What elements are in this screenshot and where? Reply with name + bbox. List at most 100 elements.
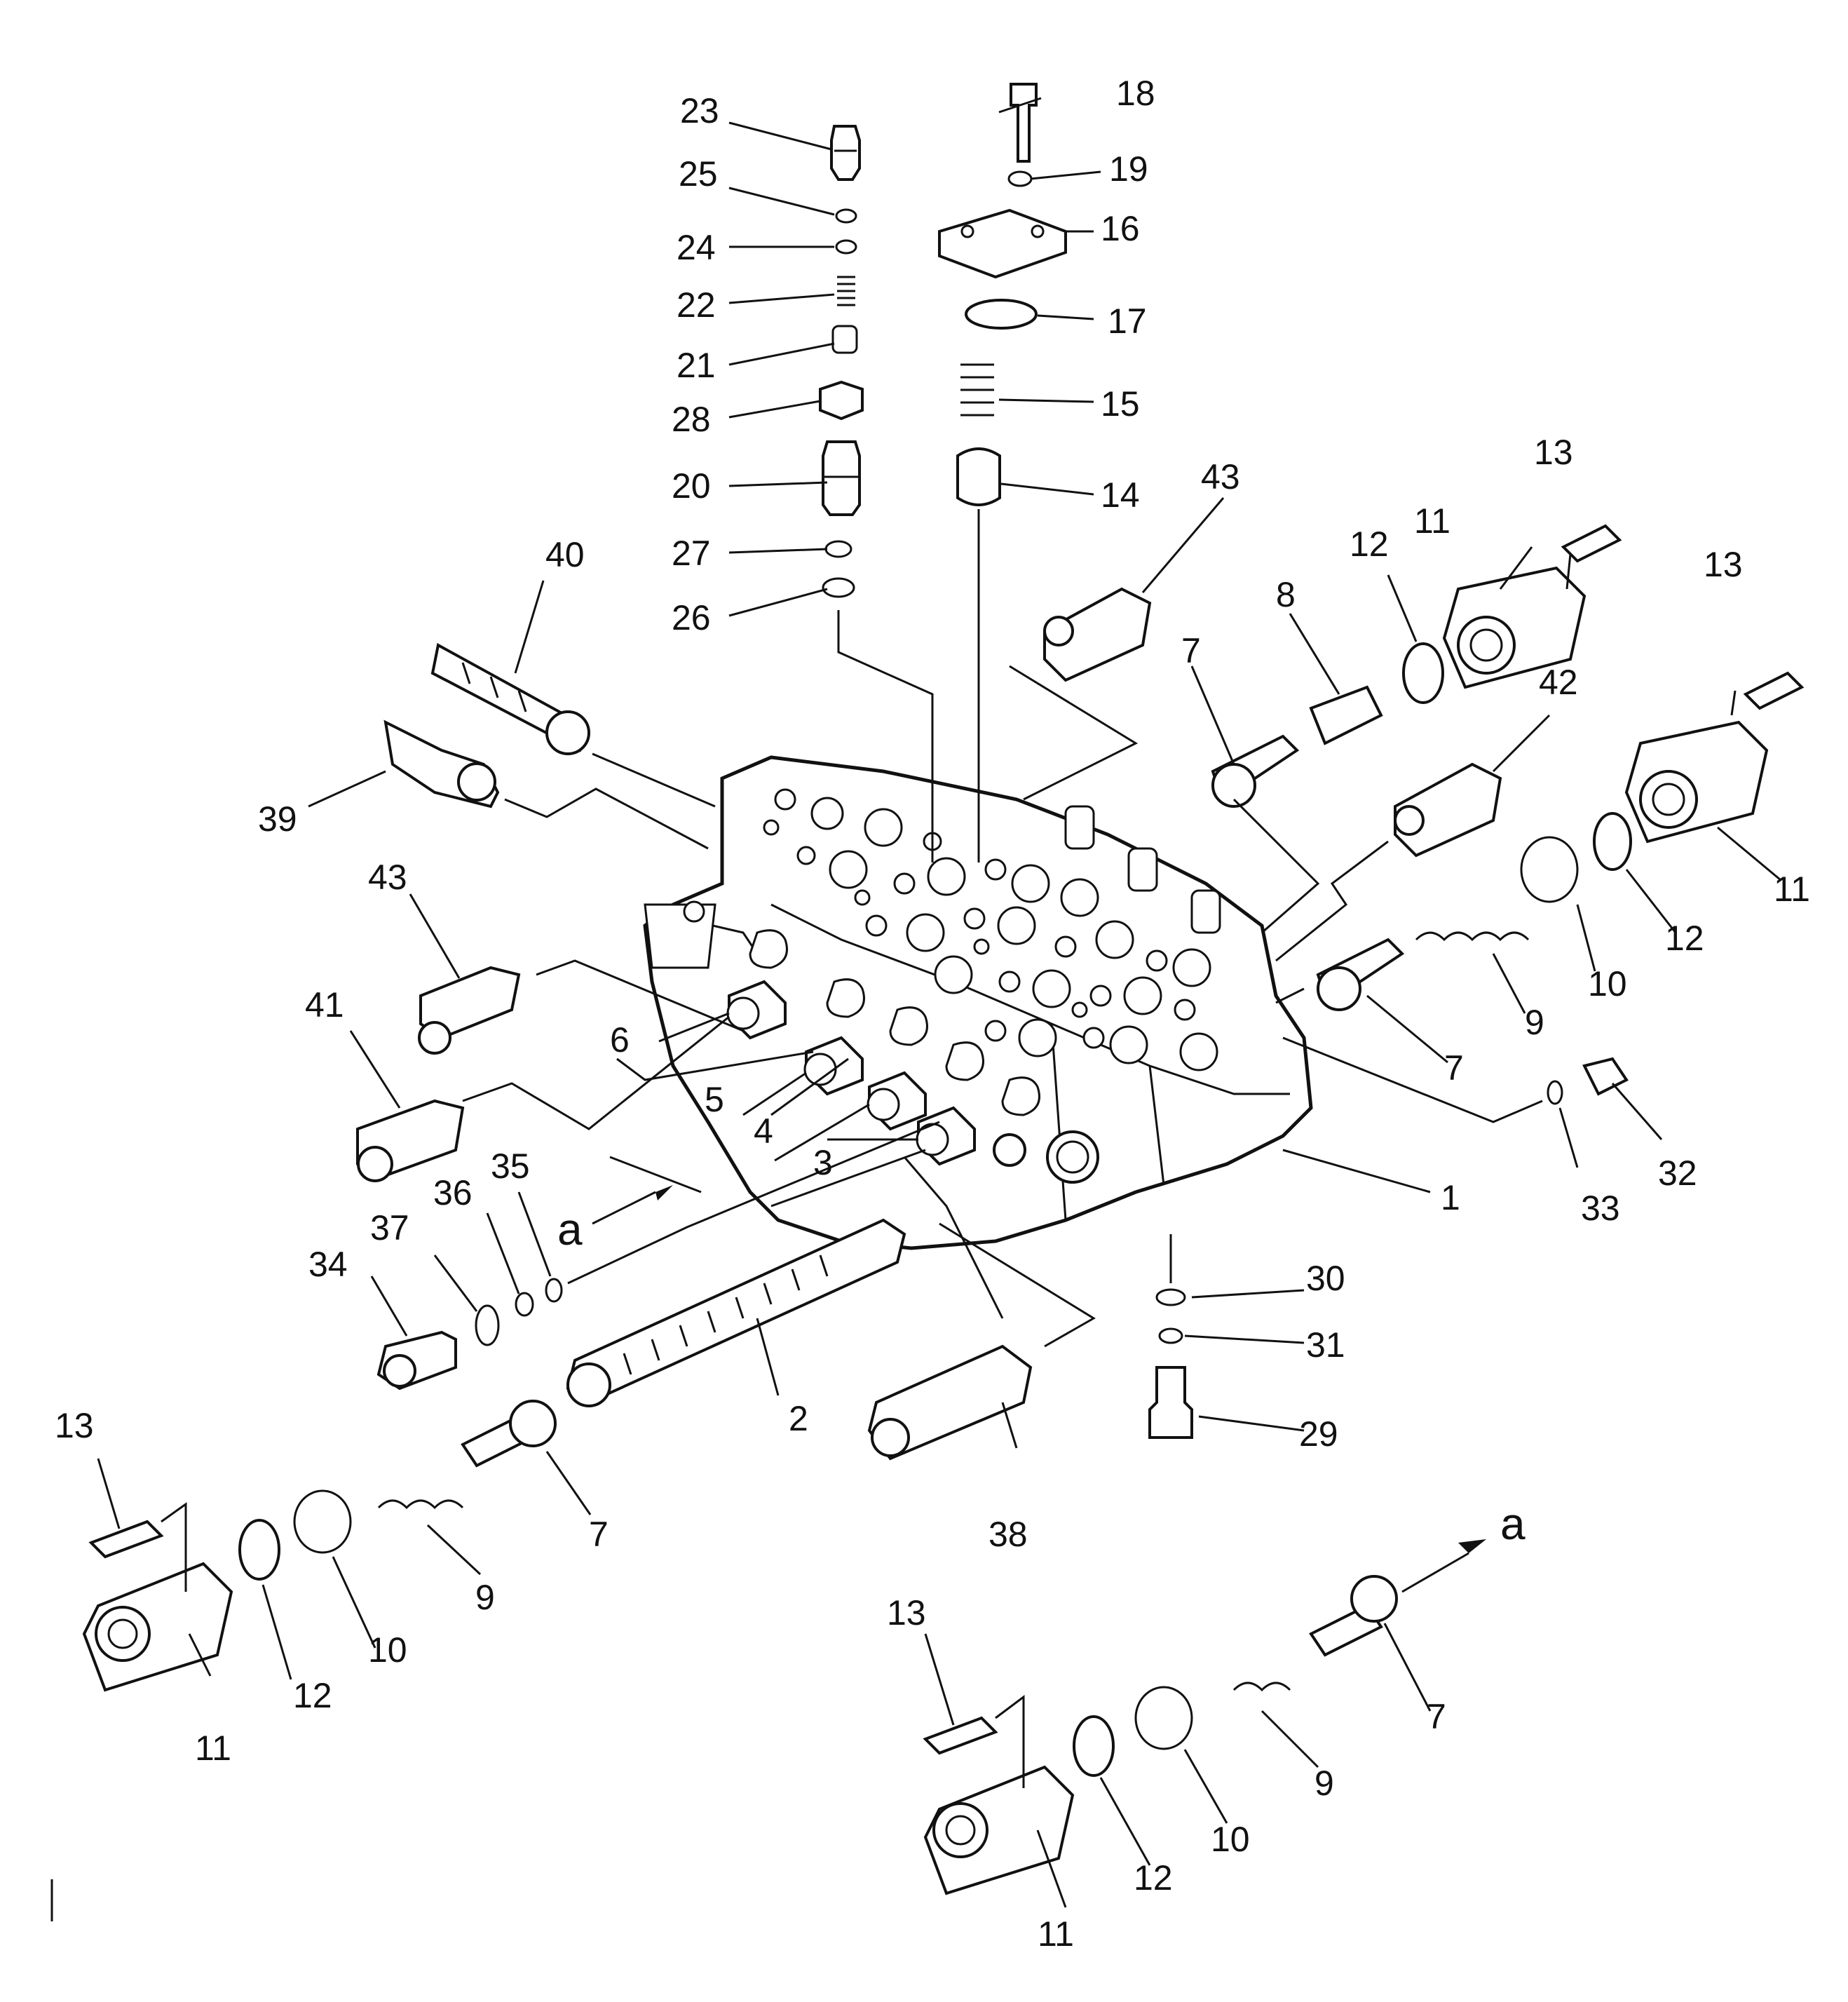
callout-22: 22	[677, 285, 716, 325]
callout-11-left: 11	[195, 1729, 231, 1768]
callout-20: 20	[672, 466, 711, 506]
bolt-13-b	[1743, 671, 1805, 710]
cap-11-upper	[1442, 566, 1587, 689]
callout-14: 14	[1101, 475, 1140, 515]
callout-35: 35	[491, 1147, 530, 1186]
callout-42: 42	[1539, 663, 1578, 702]
callout-6: 6	[610, 1020, 630, 1060]
main-spool	[566, 1218, 906, 1407]
valve-39	[383, 719, 500, 809]
spring-10-upper	[1520, 836, 1579, 903]
o-ring-12-upper	[1402, 642, 1444, 704]
callout-40: 40	[545, 535, 585, 574]
relief-valve-stack	[819, 125, 864, 598]
callout-43-upper: 43	[1201, 457, 1240, 496]
spring-10-bottom	[1134, 1686, 1193, 1750]
callout-12-bottom: 12	[1134, 1858, 1173, 1898]
piston-7-bottom	[1309, 1575, 1398, 1657]
valve-41	[356, 1099, 465, 1182]
body-top-ports	[763, 788, 1218, 1071]
callout-29: 29	[1299, 1414, 1338, 1454]
o-ring-33	[1547, 1080, 1563, 1105]
callout-26: 26	[672, 598, 711, 637]
callout-10-upper: 10	[1588, 964, 1627, 1003]
callout-11-bottom: 11	[1038, 1914, 1074, 1954]
piston-7-mid	[1316, 938, 1405, 1011]
callout-27: 27	[672, 534, 711, 573]
cap-11-right	[1624, 720, 1769, 844]
callout-4: 4	[754, 1111, 773, 1151]
callout-13-left: 13	[55, 1406, 94, 1445]
spring-9-bottom	[1232, 1682, 1291, 1692]
plug-32	[1582, 1057, 1629, 1096]
o-ring-37	[475, 1304, 500, 1346]
callout-11-right: 11	[1774, 870, 1810, 909]
spring-9-upper	[1415, 931, 1530, 942]
bolt-13-c	[88, 1520, 164, 1559]
callout-13-bottom: 13	[887, 1593, 926, 1632]
callout-24: 24	[677, 228, 716, 267]
bolt-13-d	[923, 1716, 998, 1755]
callout-38: 38	[988, 1515, 1028, 1554]
callout-labels: 1 2 3 4 5 6 7 7 7 7 8 9 9 9 10 10 10 11 …	[55, 74, 1810, 1954]
callout-7-mid: 7	[1444, 1048, 1464, 1088]
body-spool-bores	[749, 929, 1099, 1184]
cap-11-bottom	[923, 1765, 1075, 1895]
piston-7-left	[461, 1400, 557, 1468]
valve-42	[1394, 762, 1502, 858]
callout-12-left: 12	[293, 1676, 332, 1715]
valve-43-left	[418, 966, 521, 1055]
callout-12-right: 12	[1665, 919, 1704, 958]
callout-10-left: 10	[368, 1630, 407, 1670]
o-ring-12-left	[238, 1519, 280, 1581]
callout-8: 8	[1276, 575, 1296, 614]
cap-11-left	[82, 1562, 233, 1692]
callout-15: 15	[1101, 384, 1140, 424]
callout-17: 17	[1108, 302, 1147, 341]
ring-36	[515, 1292, 534, 1317]
callout-7-bottom: 7	[1427, 1697, 1446, 1736]
callout-30: 30	[1306, 1259, 1345, 1298]
callout-39: 39	[258, 799, 297, 839]
callout-37: 37	[370, 1208, 409, 1247]
cover-stack	[938, 83, 1067, 863]
callout-33: 33	[1581, 1189, 1620, 1228]
valve-40	[430, 642, 590, 755]
spring-10-left	[293, 1489, 352, 1554]
callout-9-left: 9	[475, 1578, 495, 1617]
sleeve-8	[1309, 685, 1383, 745]
ring-31	[1158, 1327, 1183, 1344]
callout-41: 41	[305, 985, 344, 1024]
callout-18: 18	[1116, 74, 1155, 113]
valve-body	[643, 755, 1313, 1250]
callout-13-upper: 13	[1534, 433, 1573, 472]
callout-7-left: 7	[589, 1515, 609, 1554]
spring-9-left	[377, 1499, 464, 1510]
bolt-13-a	[1561, 524, 1622, 563]
callout-23: 23	[680, 91, 719, 130]
callout-2: 2	[789, 1399, 808, 1438]
callout-10-bottom: 10	[1211, 1820, 1250, 1859]
valve-34	[376, 1330, 457, 1391]
callout-34: 34	[308, 1245, 348, 1284]
plug-29	[1148, 1366, 1193, 1439]
view-marker-a-left: a	[557, 1204, 583, 1254]
callout-13-right: 13	[1704, 545, 1743, 584]
ring-35	[545, 1278, 563, 1303]
valve-38	[867, 1344, 1033, 1461]
callout-12-upper: 12	[1350, 525, 1389, 564]
piston-7-upper	[1211, 734, 1300, 808]
callout-21: 21	[677, 346, 716, 385]
callout-3: 3	[813, 1143, 833, 1182]
callout-7-upper: 7	[1181, 631, 1201, 670]
valve-43-right	[1043, 587, 1152, 682]
leader-lines	[97, 97, 1781, 1908]
o-ring-12-bottom	[1073, 1715, 1115, 1777]
callout-25: 25	[679, 154, 718, 194]
callout-11-upper: 11	[1414, 501, 1450, 541]
view-marker-a-right: a	[1500, 1499, 1526, 1549]
callout-5: 5	[705, 1080, 724, 1119]
callout-43-left: 43	[368, 858, 407, 897]
callout-16: 16	[1101, 209, 1140, 248]
